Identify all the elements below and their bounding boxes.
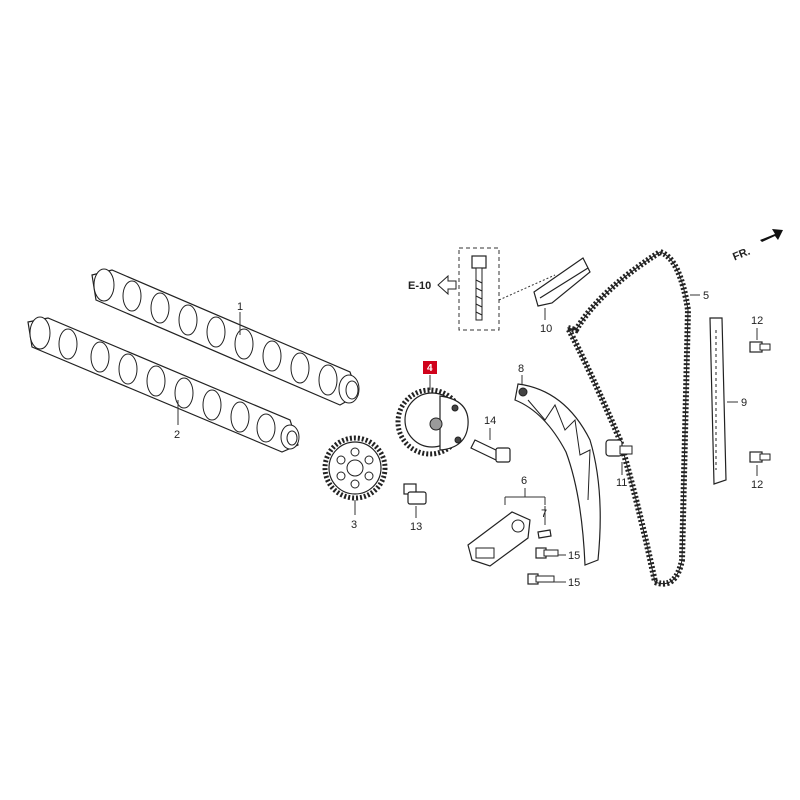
callout-15-top: 15 xyxy=(568,550,580,562)
callout-12-bottom: 12 xyxy=(751,479,763,491)
chain-guide-fixed[interactable] xyxy=(709,317,727,485)
e10-reference: E-10 xyxy=(408,247,500,331)
callout-10: 10 xyxy=(540,323,552,335)
reference-arrow-icon xyxy=(437,274,457,296)
callout-12-top: 12 xyxy=(751,315,763,327)
chain-tensioner[interactable] xyxy=(467,511,531,567)
timing-chain[interactable] xyxy=(562,248,692,587)
callout-7: 7 xyxy=(541,508,547,520)
chain-guide-upper[interactable] xyxy=(533,257,591,307)
chain-tensioner-arm[interactable] xyxy=(514,383,601,566)
callout-5: 5 xyxy=(703,290,709,302)
front-direction-label: FR. xyxy=(731,246,752,264)
tensioner-pin[interactable] xyxy=(537,529,552,539)
guide-bolt-upper[interactable] xyxy=(749,341,771,353)
actuator-bolt[interactable] xyxy=(403,483,427,505)
callout-15-bottom: 15 xyxy=(568,577,580,589)
front-arrow-icon xyxy=(760,229,783,242)
callout-9: 9 xyxy=(741,397,747,409)
pivot-bolt[interactable] xyxy=(605,439,633,457)
callout-6: 6 xyxy=(521,475,527,487)
camshaft-sprocket[interactable] xyxy=(322,435,388,501)
guide-bolt-lower[interactable] xyxy=(749,451,771,463)
callout-8: 8 xyxy=(518,363,524,375)
callout-2: 2 xyxy=(174,429,180,441)
camshaft-lower[interactable] xyxy=(27,316,300,453)
callout-1: 1 xyxy=(237,301,243,313)
callout-14: 14 xyxy=(484,415,496,427)
mounting-bolt[interactable] xyxy=(471,255,487,321)
camshaft-upper[interactable] xyxy=(91,268,360,406)
callout-4-highlight xyxy=(423,361,437,374)
callout-11: 11 xyxy=(616,477,627,489)
callout-4: 4 xyxy=(427,363,433,374)
callout-13: 13 xyxy=(410,521,422,533)
front-direction-indicator: FR. xyxy=(731,229,783,263)
callout-3: 3 xyxy=(351,519,357,531)
tensioner-bolt-upper[interactable] xyxy=(535,547,559,559)
reference-label: E-10 xyxy=(408,280,431,292)
tensioner-bolt-lower[interactable] xyxy=(527,573,555,585)
vtc-actuator[interactable] xyxy=(395,387,469,457)
sprocket-bolt[interactable] xyxy=(470,439,511,463)
